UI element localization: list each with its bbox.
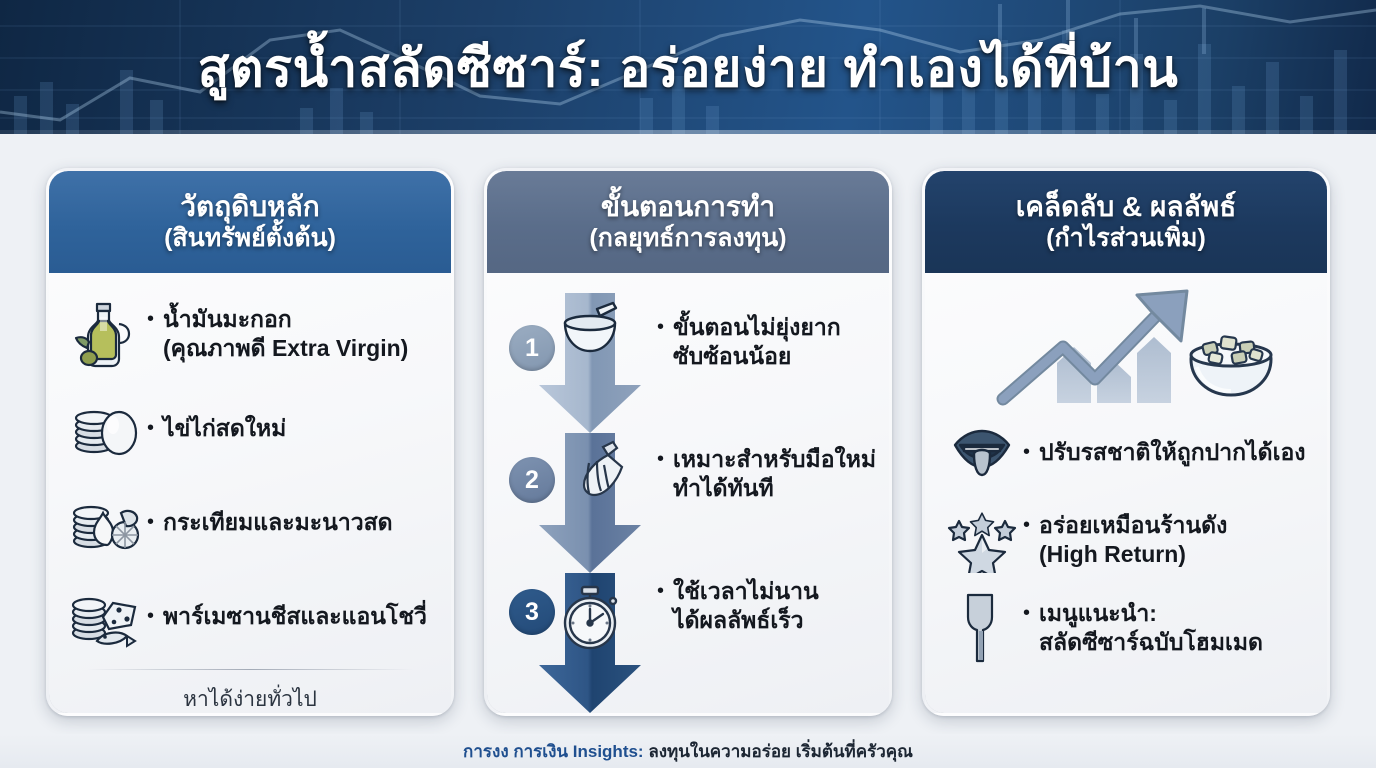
card-steps-header: ขั้นตอนการทำ (กลยุทธ์การลงทุน) <box>487 171 889 273</box>
bullet-icon: • <box>657 316 665 338</box>
step-item-2-label: เหมาะสำหรับมือใหม่ทำได้ทันที <box>673 446 877 501</box>
list-item[interactable]: • ปรับรสชาติให้ถูกปากได้เอง <box>941 411 1311 493</box>
cheese-anchovy-coins-icon <box>65 577 147 655</box>
list-item-label: เมนูแนะนำ:สลัดซีซาร์ฉบับโฮมเมด <box>1039 600 1263 655</box>
steps-flow: 1 2 3 • ขั้นตอนไม่ยุ่งยากซับซ้อนน้อย • เ… <box>503 287 876 713</box>
list-item[interactable]: • น้ำมันมะกอก(คุณภาพดี Extra Virgin) <box>65 287 435 381</box>
bullet-icon: • <box>147 604 155 627</box>
olive-oil-bottle-icon <box>65 295 147 373</box>
card-tips-body: • ปรับรสชาติให้ถูกปากได้เอง <box>925 273 1327 713</box>
list-item[interactable]: • อร่อยเหมือนร้านดัง(High Return) <box>941 499 1311 581</box>
card-ingredients-body: • น้ำมันมะกอก(คุณภาพดี Extra Virgin) <box>49 273 451 713</box>
card-ingredients[interactable]: วัตถุดิบหลัก (สินทรัพย์ตั้งต้น) <box>46 168 454 716</box>
step-item-3-label: ใช้เวลาไม่นานได้ผลลัพธ์เร็ว <box>673 578 819 633</box>
header-chart-background-icon <box>0 0 1376 134</box>
garlic-lemon-coins-icon <box>65 483 147 561</box>
egg-coins-icon <box>65 389 147 467</box>
list-item-label: น้ำมันมะกอก(คุณภาพดี Extra Virgin) <box>163 306 409 361</box>
card-divider <box>87 669 413 670</box>
card-steps-body: 1 2 3 • ขั้นตอนไม่ยุ่งยากซับซ้อนน้อย • เ… <box>487 273 889 713</box>
card-ingredients-subtitle: (สินทรัพย์ตั้งต้น) <box>164 223 336 252</box>
step-item-2[interactable]: • เหมาะสำหรับมือใหม่ทำได้ทันที <box>657 445 889 503</box>
card-ingredients-header: วัตถุดิบหลัก (สินทรัพย์ตั้งต้น) <box>49 171 451 273</box>
step-item-1[interactable]: • ขั้นตอนไม่ยุ่งยากซับซ้อนน้อย <box>657 313 889 371</box>
mouth-tongue-taste-icon <box>941 423 1023 481</box>
card-tips-subtitle: (กำไรส่วนเพิ่ม) <box>1046 223 1206 252</box>
card-ingredients-title: วัตถุดิบหลัก <box>180 191 320 223</box>
card-tips-header: เคล็ดลับ & ผลลัพธ์ (กำไรส่วนเพิ่ม) <box>925 171 1327 273</box>
page-title: สูตรน้ำสลัดซีซาร์: อร่อยง่าย ทำเองได้ที่… <box>197 39 1179 98</box>
bullet-icon: • <box>1023 514 1031 537</box>
footer-brand: การงง การเงิน Insights: <box>463 741 644 761</box>
card-steps-subtitle: (กลยุทธ์การลงทุน) <box>589 223 787 252</box>
card-tips-title: เคล็ดลับ & ผลลัพธ์ <box>1015 191 1237 223</box>
list-item-text: • อร่อยเหมือนร้านดัง(High Return) <box>1023 511 1311 569</box>
steps-arrow-stack-icon <box>539 293 641 713</box>
footer-tagline: ลงทุนในความอร่อย เริ่มต้นที่ครัวคุณ <box>648 741 913 761</box>
page-footer: การงง การเงิน Insights: ลงทุนในความอร่อย… <box>0 734 1376 768</box>
bullet-icon: • <box>147 510 155 533</box>
list-item-label: ปรับรสชาติให้ถูกปากได้เอง <box>1039 438 1306 465</box>
bullet-icon: • <box>657 580 665 602</box>
list-item[interactable]: • กระเทียมและมะนาวสด <box>65 475 435 569</box>
page-header: สูตรน้ำสลัดซีซาร์: อร่อยง่าย ทำเองได้ที่… <box>0 0 1376 134</box>
list-item-label: กระเทียมและมะนาวสด <box>163 508 393 535</box>
growth-arrow-salad-bowl-icon <box>941 285 1311 411</box>
card-steps[interactable]: ขั้นตอนการทำ (กลยุทธ์การลงทุน) <box>484 168 892 716</box>
fork-icon <box>941 591 1023 665</box>
list-item-label: อร่อยเหมือนร้านดัง(High Return) <box>1039 512 1228 567</box>
card-tips[interactable]: เคล็ดลับ & ผลลัพธ์ (กำไรส่วนเพิ่ม) <box>922 168 1330 716</box>
list-item-text: • ปรับรสชาติให้ถูกปากได้เอง <box>1023 438 1311 467</box>
step-item-3[interactable]: • ใช้เวลาไม่นานได้ผลลัพธ์เร็ว <box>657 577 889 635</box>
step-badge-3: 3 <box>509 589 555 635</box>
list-item-text: • กระเทียมและมะนาวสด <box>147 508 435 537</box>
bullet-icon: • <box>147 308 155 331</box>
step-badge-1: 1 <box>509 325 555 371</box>
header-bottom-accent <box>0 130 1376 134</box>
list-item[interactable]: • พาร์เมซานชีสและแอนโชวี่ <box>65 569 435 663</box>
list-item-label: ไข่ไก่สดใหม่ <box>163 414 287 441</box>
card-steps-title: ขั้นตอนการทำ <box>600 191 776 223</box>
bullet-icon: • <box>1023 602 1031 625</box>
step-badge-2: 2 <box>509 457 555 503</box>
list-item[interactable]: • เมนูแนะนำ:สลัดซีซาร์ฉบับโฮมเมด <box>941 587 1311 669</box>
list-item-text: • เมนูแนะนำ:สลัดซีซาร์ฉบับโฮมเมด <box>1023 599 1311 657</box>
list-item-text: • น้ำมันมะกอก(คุณภาพดี Extra Virgin) <box>147 305 435 363</box>
bullet-icon: • <box>147 416 155 439</box>
list-item[interactable]: • ไข่ไก่สดใหม่ <box>65 381 435 475</box>
step-item-1-label: ขั้นตอนไม่ยุ่งยากซับซ้อนน้อย <box>673 314 841 369</box>
cards-container: วัตถุดิบหลัก (สินทรัพย์ตั้งต้น) <box>0 134 1376 734</box>
bullet-icon: • <box>1023 440 1031 463</box>
card-ingredients-footer-note: หาได้ง่ายทั่วไป <box>183 688 317 711</box>
bullet-icon: • <box>657 448 665 470</box>
stars-rating-icon <box>941 507 1023 573</box>
list-item-label: พาร์เมซานชีสและแอนโชวี่ <box>163 602 427 629</box>
list-item-text: • ไข่ไก่สดใหม่ <box>147 414 435 443</box>
list-item-text: • พาร์เมซานชีสและแอนโชวี่ <box>147 602 435 631</box>
